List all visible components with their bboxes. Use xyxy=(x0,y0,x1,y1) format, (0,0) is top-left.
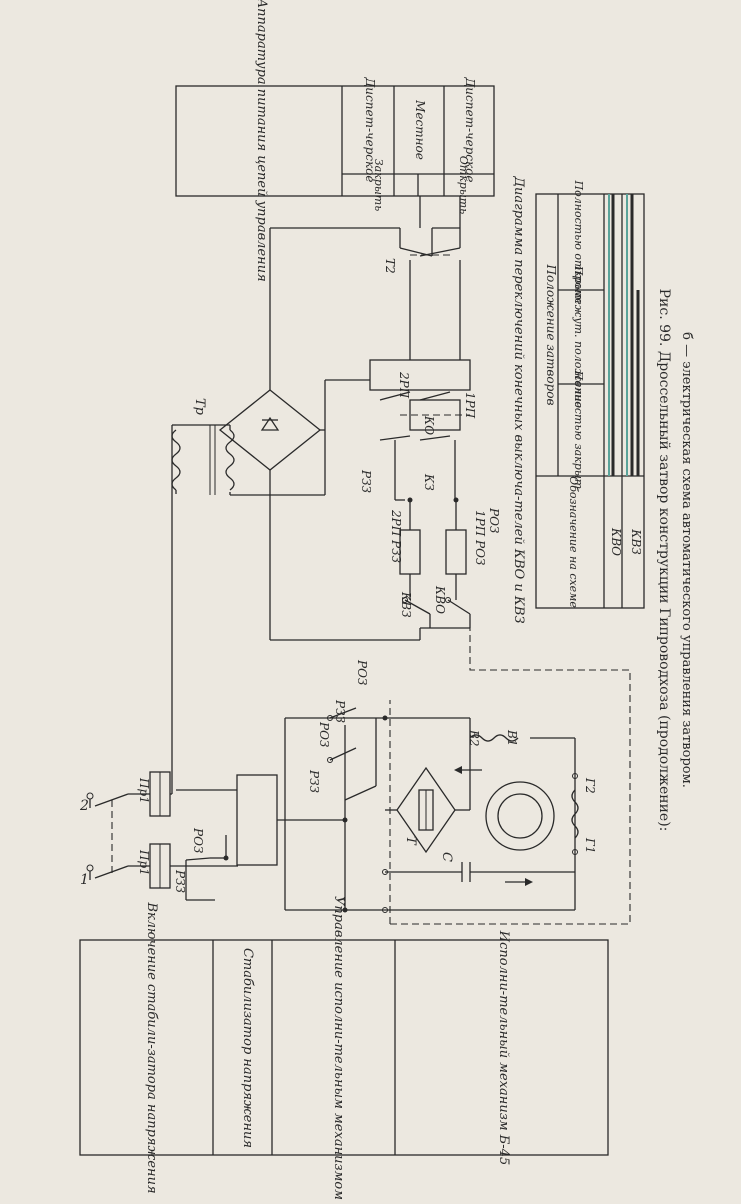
switch-group-header: Положение затворов xyxy=(544,263,558,405)
right-table-close-label: Закрыть xyxy=(372,159,385,211)
label-roz-top: РОЗ xyxy=(191,827,205,853)
right-table-dispatch-close: Диспет-черское xyxy=(363,77,377,183)
label-term1: 1 xyxy=(80,872,89,888)
label-tr: Тр xyxy=(192,398,207,416)
label-roz-mid2: РОЗ xyxy=(355,659,369,685)
label-t: Т xyxy=(403,836,418,846)
left-function-table: Включение стабили-затора напряжения Стаб… xyxy=(79,896,609,1200)
right-table-open-label: Открыть xyxy=(457,156,470,214)
label-v1: В1 xyxy=(505,729,519,746)
label-t2: Т2 xyxy=(383,258,397,274)
switch-position-open: Полностью открыт xyxy=(572,180,585,304)
left-table-cell-1: Включение стабили-затора напряжения xyxy=(144,901,159,1193)
label-ko: КО xyxy=(422,415,436,435)
label-fuse1: Пр1 xyxy=(137,849,151,876)
label-rzz-mid2: РЗЗ xyxy=(333,699,347,723)
switch-row-kvo: КВО xyxy=(609,527,623,556)
label-kvz: КВЗ xyxy=(399,591,413,618)
label-1rp-b: 1РП xyxy=(463,392,477,419)
switch-bars xyxy=(608,194,640,476)
label-g1: Г1 xyxy=(583,837,597,854)
label-kvo: КВО xyxy=(433,585,447,614)
switch-diagram-table: Положение затворов Полностью открыт Пром… xyxy=(511,175,645,624)
label-2rp-a: 2РП xyxy=(389,509,403,537)
label-roz-mid: РОЗ xyxy=(317,721,331,747)
switch-position-middle: Промежут. положение xyxy=(572,265,585,409)
label-v2: В2 xyxy=(467,729,481,746)
switch-col-header: Обозначение на схеме xyxy=(567,476,580,608)
label-rzz-contact: РЗЗ xyxy=(359,469,373,493)
left-table-cell-2: Стабилизатор напряжения xyxy=(240,948,255,1148)
right-table-header: Аппаратура питания цепей управления xyxy=(254,0,269,282)
right-table-local: Местное xyxy=(413,99,427,160)
left-table-cell-3: Управление исполни-тельным механизмом xyxy=(331,896,346,1200)
right-table-dispatch-open: Диспет-черское xyxy=(463,77,477,183)
wiring xyxy=(86,196,631,925)
label-rzz-coil: РЗЗ xyxy=(389,539,403,563)
label-2rp-b: 2РП xyxy=(397,371,411,399)
label-roz-contact: РОЗ xyxy=(487,507,501,533)
label-rzz-top: РЗЗ xyxy=(173,869,187,893)
left-table-cell-4: Исполни-тельный механизм Б-45 xyxy=(496,930,511,1165)
caption-line-1: Рис. 99. Дроссельный затвор конструкции … xyxy=(656,289,672,832)
caption-line-2: б — электрическая схема автоматического … xyxy=(679,332,694,788)
right-power-table: Аппаратура питания цепей управления Дисп… xyxy=(175,0,495,282)
switch-position-closed: Полностью закрыт xyxy=(572,370,585,489)
label-g2: Г2 xyxy=(583,777,597,794)
switch-row-kvz: КВЗ xyxy=(629,528,643,555)
label-roz-coil: РОЗ xyxy=(473,539,487,565)
label-1rp-a: 1РП xyxy=(473,510,487,537)
caption: Рис. 99. Дроссельный затвор конструкции … xyxy=(656,289,694,832)
label-term2: 2 xyxy=(79,798,89,814)
schematic-labels: 1 2 Пр1 Пр1 РЗЗ РОЗ РЗЗ РОЗ РЗЗ РОЗ Тр Т… xyxy=(79,258,597,893)
label-fuse2: Пр1 xyxy=(137,777,151,804)
label-k3: КЗ xyxy=(422,473,436,491)
switch-diagram-title: Диаграмма переключений конечных выключа-… xyxy=(511,175,526,623)
label-c: С xyxy=(439,852,454,862)
label-rzz-mid: РЗЗ xyxy=(307,769,321,793)
